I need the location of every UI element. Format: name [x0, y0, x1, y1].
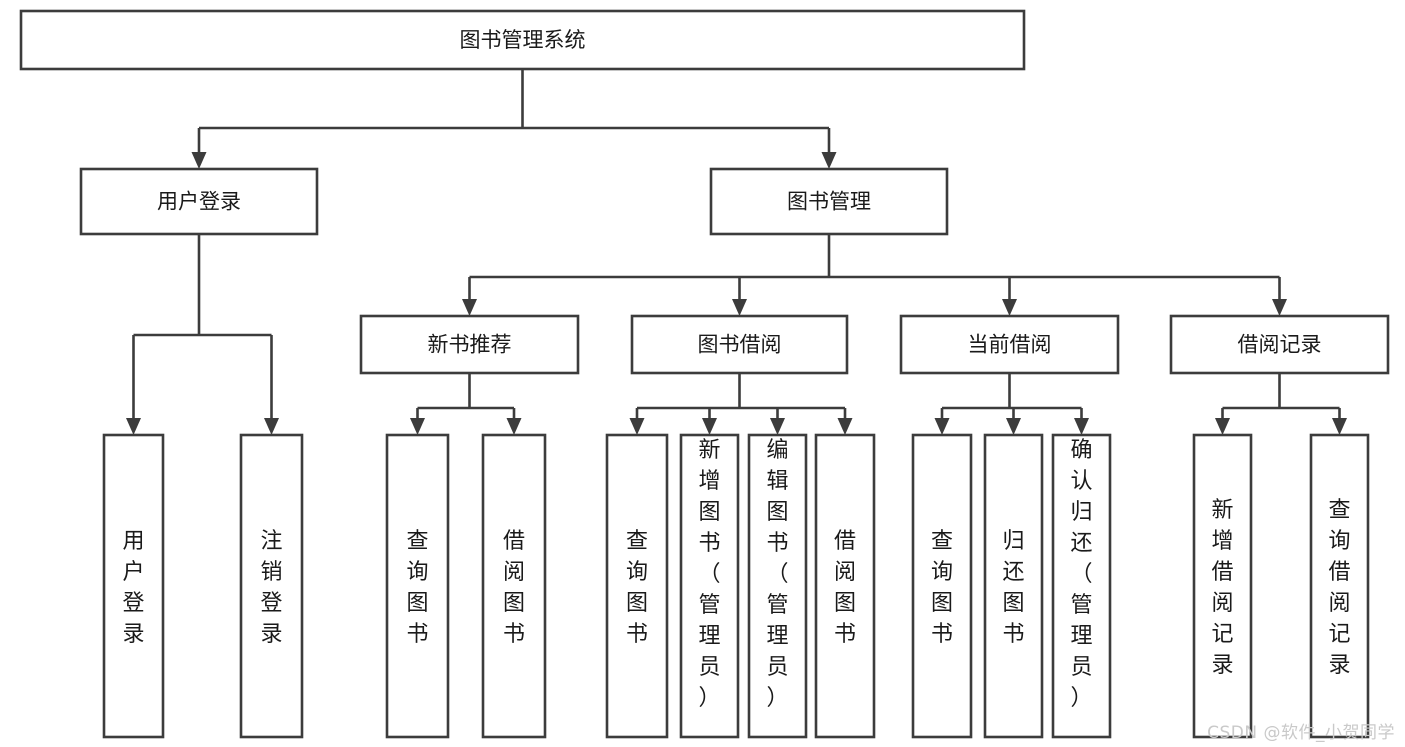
node-label: 确认归还（管理员）	[1070, 438, 1092, 711]
node-label: 新书推荐	[428, 333, 512, 357]
node-box	[747, 433, 808, 739]
node-label: 图书借阅	[698, 333, 782, 357]
node-box	[79, 167, 319, 236]
arrow-head-userlogin-0	[126, 418, 141, 435]
node-label: 查询图书	[626, 529, 648, 647]
node-用户登录-leaf-0[interactable]: 用户登录	[102, 433, 165, 739]
node-box	[102, 433, 165, 739]
arrow-head-current-2	[1074, 418, 1089, 435]
node-label: 借阅图书	[834, 529, 856, 647]
nodes-layer: 图书管理系统用户登录图书管理新书推荐图书借阅当前借阅借阅记录用户登录注销登录查询…	[19, 9, 1390, 739]
arrow-head-root-0	[191, 152, 207, 169]
node-box	[630, 314, 849, 375]
arrow-head-current-0	[934, 418, 950, 435]
node-box	[1192, 433, 1253, 739]
node-图书管理-l2[interactable]: 图书管理	[709, 167, 949, 236]
node-box	[385, 433, 450, 739]
node-label: 注销登录	[260, 529, 282, 647]
node-box	[1309, 433, 1370, 739]
node-借阅图书-leaf-3[interactable]: 借阅图书	[481, 433, 547, 739]
node-label: 查询图书	[406, 529, 428, 647]
arrow-head-current-1	[1006, 418, 1021, 435]
node-label: 编辑图书（管理员）	[766, 438, 788, 711]
node-label: 新增借阅记录	[1211, 498, 1233, 678]
node-box	[899, 314, 1120, 375]
arrow-head-borrow-3	[837, 418, 853, 435]
arrow-head-borrow-2	[770, 418, 785, 435]
node-label: 借阅图书	[503, 529, 525, 647]
arrow-head-bookmgmt-1	[732, 299, 747, 316]
node-box	[814, 433, 876, 739]
arrow-head-borrow-0	[629, 418, 645, 435]
arrow-head-newbook-0	[410, 418, 425, 435]
node-label: 查询借阅记录	[1328, 498, 1350, 678]
arrow-head-root-1	[821, 152, 837, 169]
node-label: 归还图书	[1002, 529, 1024, 647]
arrow-head-bookmgmt-3	[1272, 299, 1287, 316]
node-box	[359, 314, 580, 375]
node-新书推荐-l3[interactable]: 新书推荐	[359, 314, 580, 375]
connectors-layer	[126, 69, 1347, 435]
arrow-head-userlogin-1	[264, 418, 279, 435]
node-label: 图书管理系统	[460, 28, 586, 52]
arrow-head-bookmgmt-0	[462, 299, 477, 316]
node-box	[1169, 314, 1390, 375]
node-查询借阅记录-leaf-12[interactable]: 查询借阅记录	[1309, 433, 1370, 739]
arrow-head-bookmgmt-2	[1002, 299, 1017, 316]
node-借阅记录-l3[interactable]: 借阅记录	[1169, 314, 1390, 375]
node-图书管理系统-root[interactable]: 图书管理系统	[19, 9, 1026, 71]
node-label: 图书管理	[787, 190, 871, 214]
node-新增图书管理员-leaf-5[interactable]: 新增图书（管理员）	[679, 433, 740, 739]
arrow-head-records-1	[1332, 418, 1347, 435]
node-label: 用户登录	[157, 190, 241, 214]
node-box	[1051, 433, 1112, 739]
arrow-head-borrow-1	[702, 418, 717, 435]
node-新增借阅记录-leaf-11[interactable]: 新增借阅记录	[1192, 433, 1253, 739]
node-box	[983, 433, 1044, 739]
node-归还图书-leaf-9[interactable]: 归还图书	[983, 433, 1044, 739]
node-图书借阅-l3[interactable]: 图书借阅	[630, 314, 849, 375]
node-确认归还管理员-leaf-10[interactable]: 确认归还（管理员）	[1051, 433, 1112, 739]
node-查询图书-leaf-2[interactable]: 查询图书	[385, 433, 450, 739]
node-注销登录-leaf-1[interactable]: 注销登录	[239, 433, 304, 739]
node-查询图书-leaf-8[interactable]: 查询图书	[911, 433, 973, 739]
node-box	[605, 433, 669, 739]
node-box	[679, 433, 740, 739]
node-box	[19, 9, 1026, 71]
node-label: 用户登录	[122, 529, 144, 647]
node-查询图书-leaf-4[interactable]: 查询图书	[605, 433, 669, 739]
node-label: 查询图书	[931, 529, 953, 647]
node-借阅图书-leaf-7[interactable]: 借阅图书	[814, 433, 876, 739]
node-编辑图书管理员-leaf-6[interactable]: 编辑图书（管理员）	[747, 433, 808, 739]
arrow-head-records-0	[1215, 418, 1230, 435]
node-box	[911, 433, 973, 739]
node-box	[709, 167, 949, 236]
node-用户登录-l2[interactable]: 用户登录	[79, 167, 319, 236]
arrow-head-newbook-1	[506, 418, 522, 435]
node-box	[239, 433, 304, 739]
node-label: 新增图书（管理员）	[698, 438, 720, 711]
node-label: 当前借阅	[968, 333, 1052, 357]
node-label: 借阅记录	[1238, 333, 1322, 357]
node-当前借阅-l3[interactable]: 当前借阅	[899, 314, 1120, 375]
node-box	[481, 433, 547, 739]
